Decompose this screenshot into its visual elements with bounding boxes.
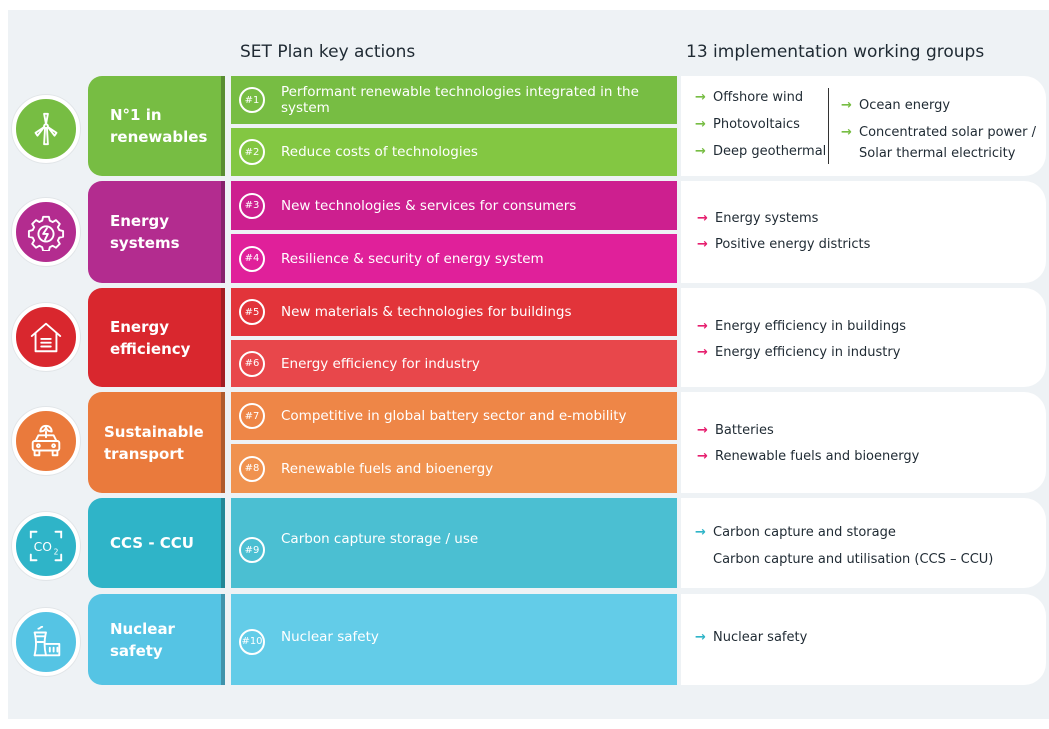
- action-text: Energy efficiency for industry: [281, 355, 480, 372]
- category-label: Nuclear safety: [110, 619, 175, 660]
- group-item: →Deep geothermal: [695, 144, 827, 159]
- key-action-8: #8 Renewable fuels and bioenergy: [231, 444, 677, 493]
- key-action-10: #10 Nuclear safety: [231, 594, 677, 685]
- group-item: →Nuclear safety: [695, 630, 808, 645]
- category-sustainable-transport: Sustainable transport: [88, 392, 225, 493]
- group-item: →Photovoltaics: [695, 117, 800, 132]
- action-number: #7: [239, 403, 265, 429]
- category-renewables: N°1 in renewables: [88, 76, 225, 176]
- co2-icon: CO 2: [12, 512, 80, 580]
- working-groups-sustainable-transport: →Batteries →Renewable fuels and bioenerg…: [681, 392, 1046, 493]
- category-label: Sustainable transport: [104, 422, 204, 463]
- group-item: →Ocean energy: [841, 98, 951, 113]
- gear-icon: [12, 198, 80, 266]
- working-groups-energy-efficiency: →Energy efficiency in buildings →Energy …: [681, 288, 1046, 387]
- category-nuclear-safety: Nuclear safety: [88, 594, 225, 685]
- key-action-7: #7 Competitive in global battery sector …: [231, 392, 677, 440]
- category-energy-systems: Energy systems: [88, 181, 225, 283]
- group-item: →Energy efficiency in buildings: [697, 319, 907, 334]
- action-number: #10: [239, 628, 265, 655]
- group-item: →Carbon capture and storage: [695, 525, 896, 540]
- co2-text: CO: [34, 540, 53, 554]
- car-icon: [12, 407, 80, 475]
- house-icon: [12, 303, 80, 371]
- action-text: Competitive in global battery sector and…: [281, 408, 627, 424]
- group-item: Solar thermal electricity: [859, 146, 1016, 161]
- group-divider: [828, 88, 829, 164]
- action-text: Reduce costs of technologies: [281, 144, 478, 160]
- action-number: #8: [239, 455, 265, 482]
- group-item: →Concentrated solar power /: [841, 125, 1037, 140]
- group-item: →Positive energy districts: [697, 237, 871, 252]
- working-groups-ccs-ccu: →Carbon capture and storage Carbon captu…: [681, 498, 1046, 588]
- action-number: #3: [239, 192, 265, 219]
- action-text: New materials & technologies for buildin…: [281, 304, 572, 320]
- action-number: #5: [239, 299, 265, 325]
- key-action-3: #3 New technologies & services for consu…: [231, 181, 677, 230]
- group-item: →Offshore wind: [695, 90, 804, 105]
- category-energy-efficiency: Energy efficiency: [88, 288, 225, 387]
- key-action-9: #9 Carbon capture storage / use: [231, 498, 677, 588]
- action-number: #9: [239, 537, 265, 563]
- action-text: Renewable fuels and bioenergy: [281, 460, 494, 477]
- category-label: CCS - CCU: [110, 534, 194, 552]
- group-item: →Renewable fuels and bioenergy: [697, 449, 920, 464]
- working-groups-nuclear-safety: →Nuclear safety: [681, 594, 1046, 685]
- action-text: Resilience & security of energy system: [281, 250, 544, 267]
- action-text: Performant renewable technologies integr…: [281, 84, 639, 116]
- category-label: Energy systems: [110, 212, 180, 252]
- category-label: Energy efficiency: [110, 317, 191, 358]
- key-action-4: #4 Resilience & security of energy syste…: [231, 234, 677, 283]
- action-text: Nuclear safety: [281, 628, 379, 645]
- key-action-2: #2 Reduce costs of technologies: [231, 128, 677, 176]
- action-text: Carbon capture storage / use: [281, 531, 479, 547]
- nuclear-plant-icon: [12, 608, 80, 676]
- category-label: N°1 in renewables: [110, 106, 208, 146]
- group-item: →Batteries: [697, 423, 774, 438]
- key-actions-header: SET Plan key actions: [240, 42, 416, 62]
- wind-turbine-icon: [12, 95, 80, 163]
- action-number: #1: [239, 87, 265, 113]
- co2-subscript: 2: [54, 548, 59, 557]
- key-action-1: #1 Performant renewable technologies int…: [231, 76, 677, 124]
- action-number: #2: [239, 139, 265, 165]
- group-item: →Energy efficiency in industry: [697, 345, 901, 360]
- working-groups-header: 13 implementation working groups: [686, 42, 985, 62]
- group-item: Carbon capture and utilisation (CCS – CC…: [713, 552, 994, 567]
- action-number: #6: [239, 350, 265, 377]
- key-action-6: #6 Energy efficiency for industry: [231, 340, 677, 387]
- working-groups-renewables: →Offshore wind →Photovoltaics →Deep geot…: [681, 76, 1046, 176]
- action-text: New technologies & services for consumer…: [281, 197, 577, 214]
- category-ccs-ccu: CCS - CCU: [88, 498, 225, 588]
- key-action-5: #5 New materials & technologies for buil…: [231, 288, 677, 336]
- action-number: #4: [239, 245, 265, 272]
- working-groups-energy-systems: →Energy systems →Positive energy distric…: [681, 181, 1046, 283]
- group-item: →Energy systems: [697, 211, 819, 226]
